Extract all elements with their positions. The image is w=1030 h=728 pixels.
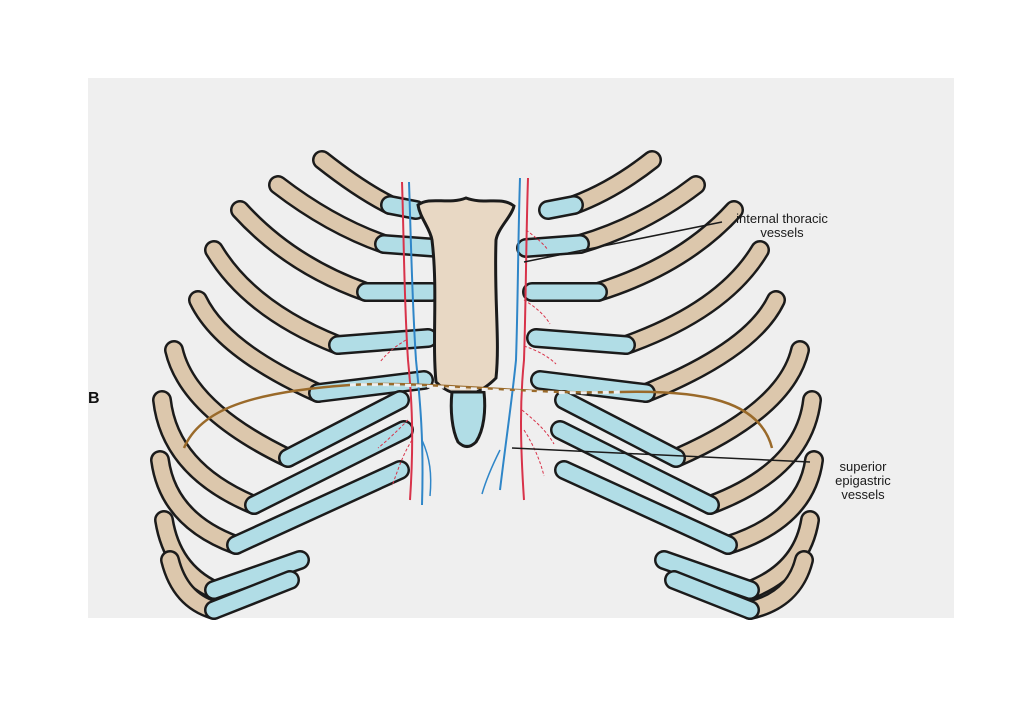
right-costal-cartilage-2 (518, 236, 588, 256)
panel-letter: B (88, 390, 100, 407)
left-rib-6 (166, 342, 296, 466)
right-costal-cartilage-8 (556, 462, 736, 553)
intercostal-branches (377, 229, 557, 487)
sternum (416, 196, 516, 448)
rib-cage (150, 150, 824, 620)
right-rib-6 (668, 342, 808, 466)
right-rib-9 (742, 512, 818, 598)
left-costal-cartilage-10 (206, 572, 298, 618)
left-rib-5 (190, 292, 326, 401)
left-costal-cartilage-8 (228, 462, 408, 553)
label-line: epigastric (835, 473, 891, 488)
label-superior-epigastric-vessels: superior epigastric vessels (818, 460, 908, 502)
left-internal-thoracic-vein (408, 181, 424, 506)
label-internal-thoracic-vessels: internal thoracic vessels (722, 212, 842, 240)
label-line: superior (839, 459, 887, 474)
left-rib-3 (232, 202, 374, 300)
right-internal-thoracic-vein (499, 177, 521, 491)
left-costal-cartilage-7 (246, 422, 412, 513)
left-rib-8 (152, 452, 244, 553)
left-costal-cartilage-9 (206, 552, 308, 598)
diaphragm-dashed-segment (349, 383, 621, 395)
xiphoid-process (449, 390, 487, 448)
leader-superior-epigastric (511, 447, 811, 463)
right-costal-cartilage-7 (552, 422, 718, 513)
left-costal-cartilage-6 (280, 392, 408, 466)
left-rib-2 (270, 177, 392, 252)
right-rib-5 (638, 292, 784, 401)
left-costal-cartilage-4 (330, 330, 436, 353)
right-costal-cartilage-9 (656, 552, 758, 598)
label-line: vessels (760, 225, 804, 240)
left-costal-cartilage-5 (310, 372, 432, 401)
right-costal-cartilage-10 (666, 572, 758, 618)
label-line: vessels (841, 487, 885, 502)
epigastric-branches (421, 439, 501, 497)
right-rib-4 (618, 242, 768, 353)
leader-internal-thoracic (523, 221, 723, 263)
manubrium-and-body (416, 196, 516, 396)
diaphragm-outline (182, 382, 774, 449)
vessels (377, 177, 557, 506)
left-internal-thoracic-artery (401, 181, 414, 501)
right-costal-cartilage-1 (540, 197, 582, 218)
right-rib-2 (572, 177, 704, 252)
left-rib-7 (154, 392, 262, 513)
label-line: internal thoracic (736, 211, 828, 226)
right-rib-8 (720, 452, 822, 553)
left-rib-4 (206, 242, 346, 353)
right-costal-cartilage-4 (528, 330, 634, 353)
right-costal-cartilage-6 (556, 392, 684, 466)
